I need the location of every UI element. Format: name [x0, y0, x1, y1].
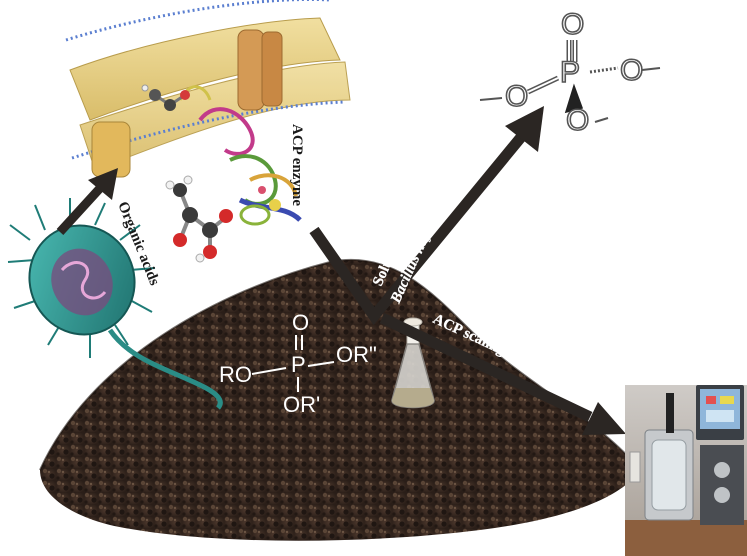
ion-center-p: P	[560, 56, 580, 89]
ester-center-p: P	[291, 352, 306, 377]
phosphate-ester-structure: O P RO OR" OR'	[219, 310, 377, 417]
arrow-enzyme-to-solubilization	[309, 106, 544, 326]
ester-right-group: OR"	[336, 342, 377, 367]
bacterium-illustration	[7, 198, 223, 410]
phosphate-ion-structure: O P O O O	[479, 7, 661, 138]
ester-bottom-group: OR'	[283, 392, 320, 417]
molecule-upper	[141, 84, 190, 111]
ester-left-group: RO	[219, 362, 252, 387]
ester-top-o: O	[292, 310, 309, 335]
ion-bottom-o: O	[566, 104, 589, 137]
organic-acid-molecule	[165, 175, 233, 263]
ion-left-o: O	[505, 80, 528, 113]
ion-top-o: O	[561, 8, 584, 41]
bioreactor-photo	[625, 385, 747, 556]
ion-right-o: O	[620, 54, 643, 87]
cell-membrane	[65, 0, 351, 178]
arrow-acp-scaling-up	[379, 313, 626, 435]
arrow-bacteria-to-membrane	[56, 168, 118, 236]
label-acp-enzyme: ACP enzyme	[289, 124, 305, 206]
